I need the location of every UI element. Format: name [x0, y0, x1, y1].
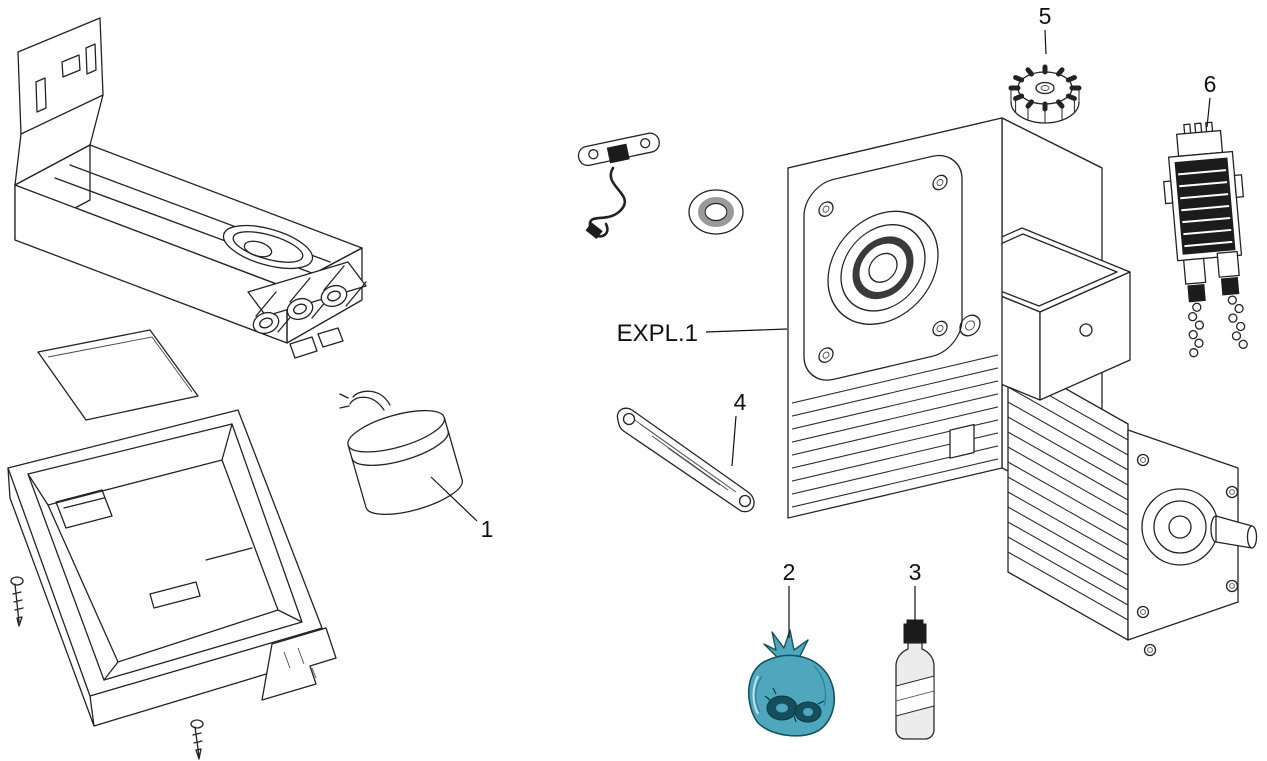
callout-4: 4 [734, 389, 747, 415]
tray-screw-left [10, 576, 24, 627]
callout-1: 1 [481, 516, 494, 542]
tray-screw-bottom [190, 719, 204, 760]
callout-6: 6 [1204, 71, 1217, 97]
capacitor [339, 390, 463, 516]
carbon-brushes [1183, 250, 1240, 303]
brush-chains [1187, 295, 1248, 358]
gear-motor-assembly [787, 117, 1258, 657]
output-bore [827, 210, 939, 325]
motor-end-plate [1127, 429, 1258, 657]
callout-2: 2 [783, 559, 796, 585]
housing-oval-recess [222, 224, 314, 270]
lever-arm [616, 407, 755, 513]
gearbox-fins [792, 354, 998, 508]
gasket-sheet [37, 329, 199, 421]
callout-4-leader [731, 415, 737, 467]
assembly-leader [705, 328, 788, 333]
motor-body [1007, 355, 1129, 641]
assembly-label: EXPL.1 [617, 320, 698, 347]
tray-flange [261, 627, 337, 701]
callout-3: 3 [909, 559, 922, 585]
callout-5: 5 [1039, 3, 1052, 29]
flange-pad [803, 154, 963, 381]
cable-gland-3 [320, 265, 367, 308]
spare-parts-bag [748, 629, 835, 737]
base-tray [7, 409, 337, 760]
harness-wire [588, 166, 627, 238]
name-plate [949, 423, 975, 459]
callout-1-leader [430, 476, 478, 522]
bag-body [748, 654, 835, 737]
housing-tabs [289, 327, 344, 359]
callout-6-leader [1206, 97, 1211, 128]
capacitor-wires [339, 390, 391, 411]
tray-slot [149, 581, 201, 609]
oil-bottle [895, 619, 935, 740]
pinion-gear [1008, 64, 1082, 124]
motor-shaft [1210, 515, 1258, 549]
bottle-cap [903, 623, 927, 644]
terminal-block [1176, 121, 1224, 157]
flange-bolt-holes [818, 174, 948, 363]
washer [688, 189, 744, 235]
tray-recess [55, 489, 113, 529]
brush-holder [1163, 121, 1248, 358]
wiring-harness [577, 132, 660, 239]
mounting-bracket [14, 17, 104, 186]
bag-contents [764, 687, 825, 723]
cover-housing [14, 17, 367, 359]
gear-teeth [1008, 64, 1082, 112]
end-plate-bolts [1136, 453, 1239, 657]
callout-5-leader [1044, 29, 1047, 55]
cable-glands [247, 261, 367, 335]
gearbox-front-face [787, 117, 1003, 519]
harness-connector [585, 222, 603, 239]
vent-plug [959, 314, 981, 337]
